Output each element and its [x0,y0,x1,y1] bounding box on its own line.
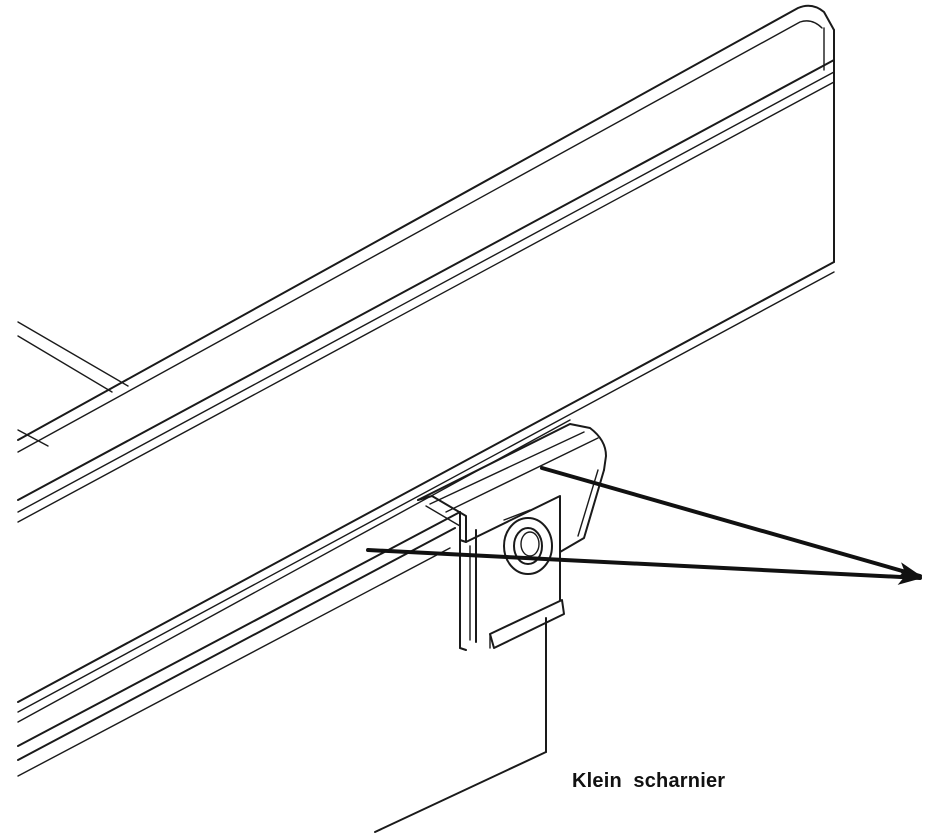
callout-arrows [366,466,922,585]
rear-cross-member [17,321,129,447]
callout-arrow-lower [366,548,922,585]
small-hinge [417,423,607,651]
callout-label: Klein scharnier [572,770,726,792]
callout-arrow-upper [540,466,922,578]
top-rail-beam [17,4,835,723]
